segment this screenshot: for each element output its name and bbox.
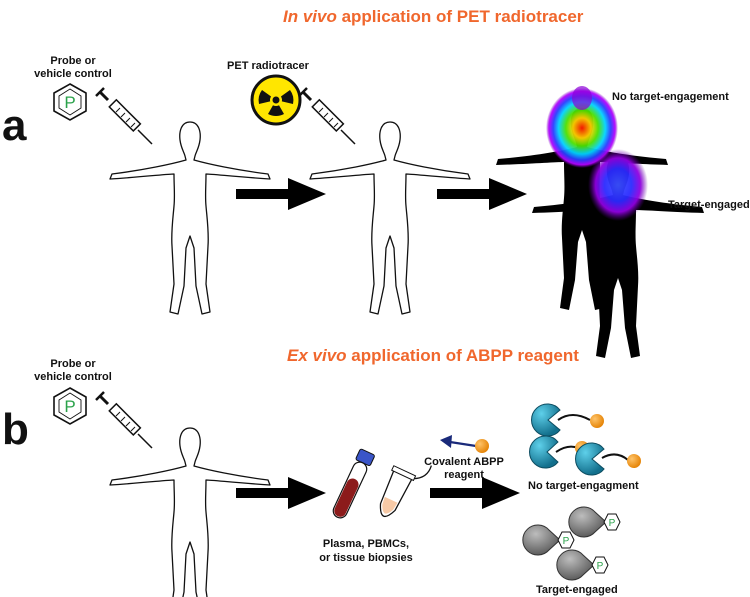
radiation-hazard-icon	[250, 74, 302, 126]
probe-label-b-line1: Probe or	[50, 358, 96, 370]
arrow-right-icon	[430, 477, 520, 509]
panel-a-title: In vivo application of PET radiotracer	[283, 7, 584, 26]
human-figure-tracer	[309, 121, 471, 315]
human-figure-dosed-b	[109, 427, 271, 597]
sample-label-line1: Plasma, PBMCs,	[323, 538, 409, 550]
enzyme-blocked-3: P	[556, 549, 609, 581]
enzyme-labeled-1	[531, 403, 604, 437]
blood-tube-icon	[332, 448, 375, 519]
pet-scan-target-engaged	[532, 149, 704, 358]
arrow-right-icon	[236, 178, 326, 210]
enzyme-glyph: P	[609, 518, 616, 529]
sample-tube-icon	[379, 465, 433, 518]
reagent-label-line2: reagent	[444, 469, 484, 481]
probe-label-b-line2: vehicle control	[34, 371, 112, 383]
probe-hexagon-icon: P	[53, 387, 87, 425]
panel-b-letter: b	[2, 405, 29, 454]
probe-glyph-b: P	[64, 397, 75, 416]
enzyme-glyph: P	[563, 536, 570, 547]
no-engagement-label-a: No target-engagement	[612, 91, 729, 103]
panel-a-letter: a	[2, 101, 27, 150]
probe-label-a-line2: vehicle control	[34, 68, 112, 80]
sample-label-line2: or tissue biopsies	[319, 552, 413, 564]
arrow-right-icon	[437, 178, 527, 210]
engaged-label-a: Target-engaged	[668, 199, 750, 211]
abpp-reagent-icon	[440, 435, 489, 453]
reagent-label-line1: Covalent ABPP	[424, 456, 504, 468]
human-figure-dosed	[109, 121, 271, 315]
enzyme-labeled-3	[575, 442, 641, 476]
engaged-label-b: Target-engaged	[536, 584, 618, 596]
syringe-icon	[297, 86, 357, 146]
enzyme-blocked-1: P	[522, 524, 575, 556]
syringe-icon	[94, 86, 154, 146]
panel-b-title: Ex vivo application of ABPP reagent	[287, 346, 579, 365]
pet-scan-no-engagement	[496, 86, 668, 310]
enzyme-glyph: P	[597, 561, 604, 572]
enzyme-blocked-2: P	[568, 506, 621, 538]
probe-label-a-line1: Probe or	[50, 55, 96, 67]
no-engagement-label-b: No target-engagment	[528, 480, 639, 492]
syringe-icon	[94, 390, 154, 450]
probe-hexagon-icon: P	[53, 83, 87, 121]
tracer-label: PET radiotracer	[227, 60, 310, 72]
probe-glyph-a: P	[64, 93, 75, 112]
